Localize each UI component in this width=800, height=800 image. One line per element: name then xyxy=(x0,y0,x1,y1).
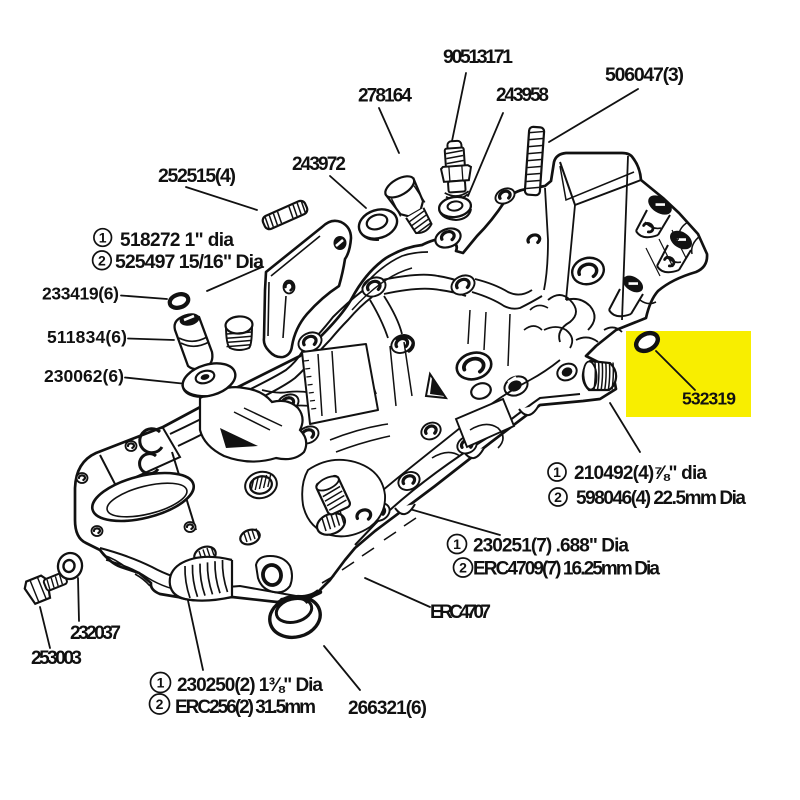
svg-text:511834(6): 511834(6) xyxy=(47,327,127,347)
svg-text:230251(7) .688" Dia: 230251(7) .688" Dia xyxy=(473,536,629,557)
svg-text:ERC4707: ERC4707 xyxy=(430,602,491,623)
svg-text:243972: 243972 xyxy=(292,154,346,175)
svg-text:525497 15/16" Dia: 525497 15/16" Dia xyxy=(115,251,264,273)
svg-text:243958: 243958 xyxy=(496,85,549,106)
svg-text:1: 1 xyxy=(157,675,165,691)
svg-text:278164: 278164 xyxy=(358,86,412,107)
svg-text:2: 2 xyxy=(98,252,106,268)
svg-text:ERC256(2) 31.5mm: ERC256(2) 31.5mm xyxy=(175,697,316,718)
svg-text:266321(6): 266321(6) xyxy=(348,698,427,719)
svg-text:518272 1" dia: 518272 1" dia xyxy=(120,230,234,251)
svg-text:2: 2 xyxy=(554,489,562,505)
svg-text:2: 2 xyxy=(459,560,467,576)
svg-text:532319: 532319 xyxy=(682,389,736,409)
svg-text:252515(4): 252515(4) xyxy=(158,165,236,187)
svg-text:506047(3): 506047(3) xyxy=(605,64,684,86)
svg-text:230250(2) 1⅜" Dia: 230250(2) 1⅜" Dia xyxy=(177,675,323,696)
svg-text:1: 1 xyxy=(99,230,107,246)
svg-text:598046(4) 22.5mm Dia: 598046(4) 22.5mm Dia xyxy=(576,488,746,509)
svg-text:230062(6): 230062(6) xyxy=(44,366,124,386)
svg-text:253003: 253003 xyxy=(31,648,82,669)
svg-text:2: 2 xyxy=(156,696,164,712)
svg-text:233419(6): 233419(6) xyxy=(42,284,119,304)
svg-text:90513171: 90513171 xyxy=(443,46,513,68)
svg-text:ERC4709(7) 16.25mm Dia: ERC4709(7) 16.25mm Dia xyxy=(473,559,660,580)
svg-text:1: 1 xyxy=(553,464,561,480)
svg-text:1: 1 xyxy=(453,536,461,552)
svg-text:210492(4)⅞" dia: 210492(4)⅞" dia xyxy=(574,463,707,484)
svg-text:232037: 232037 xyxy=(70,623,121,644)
